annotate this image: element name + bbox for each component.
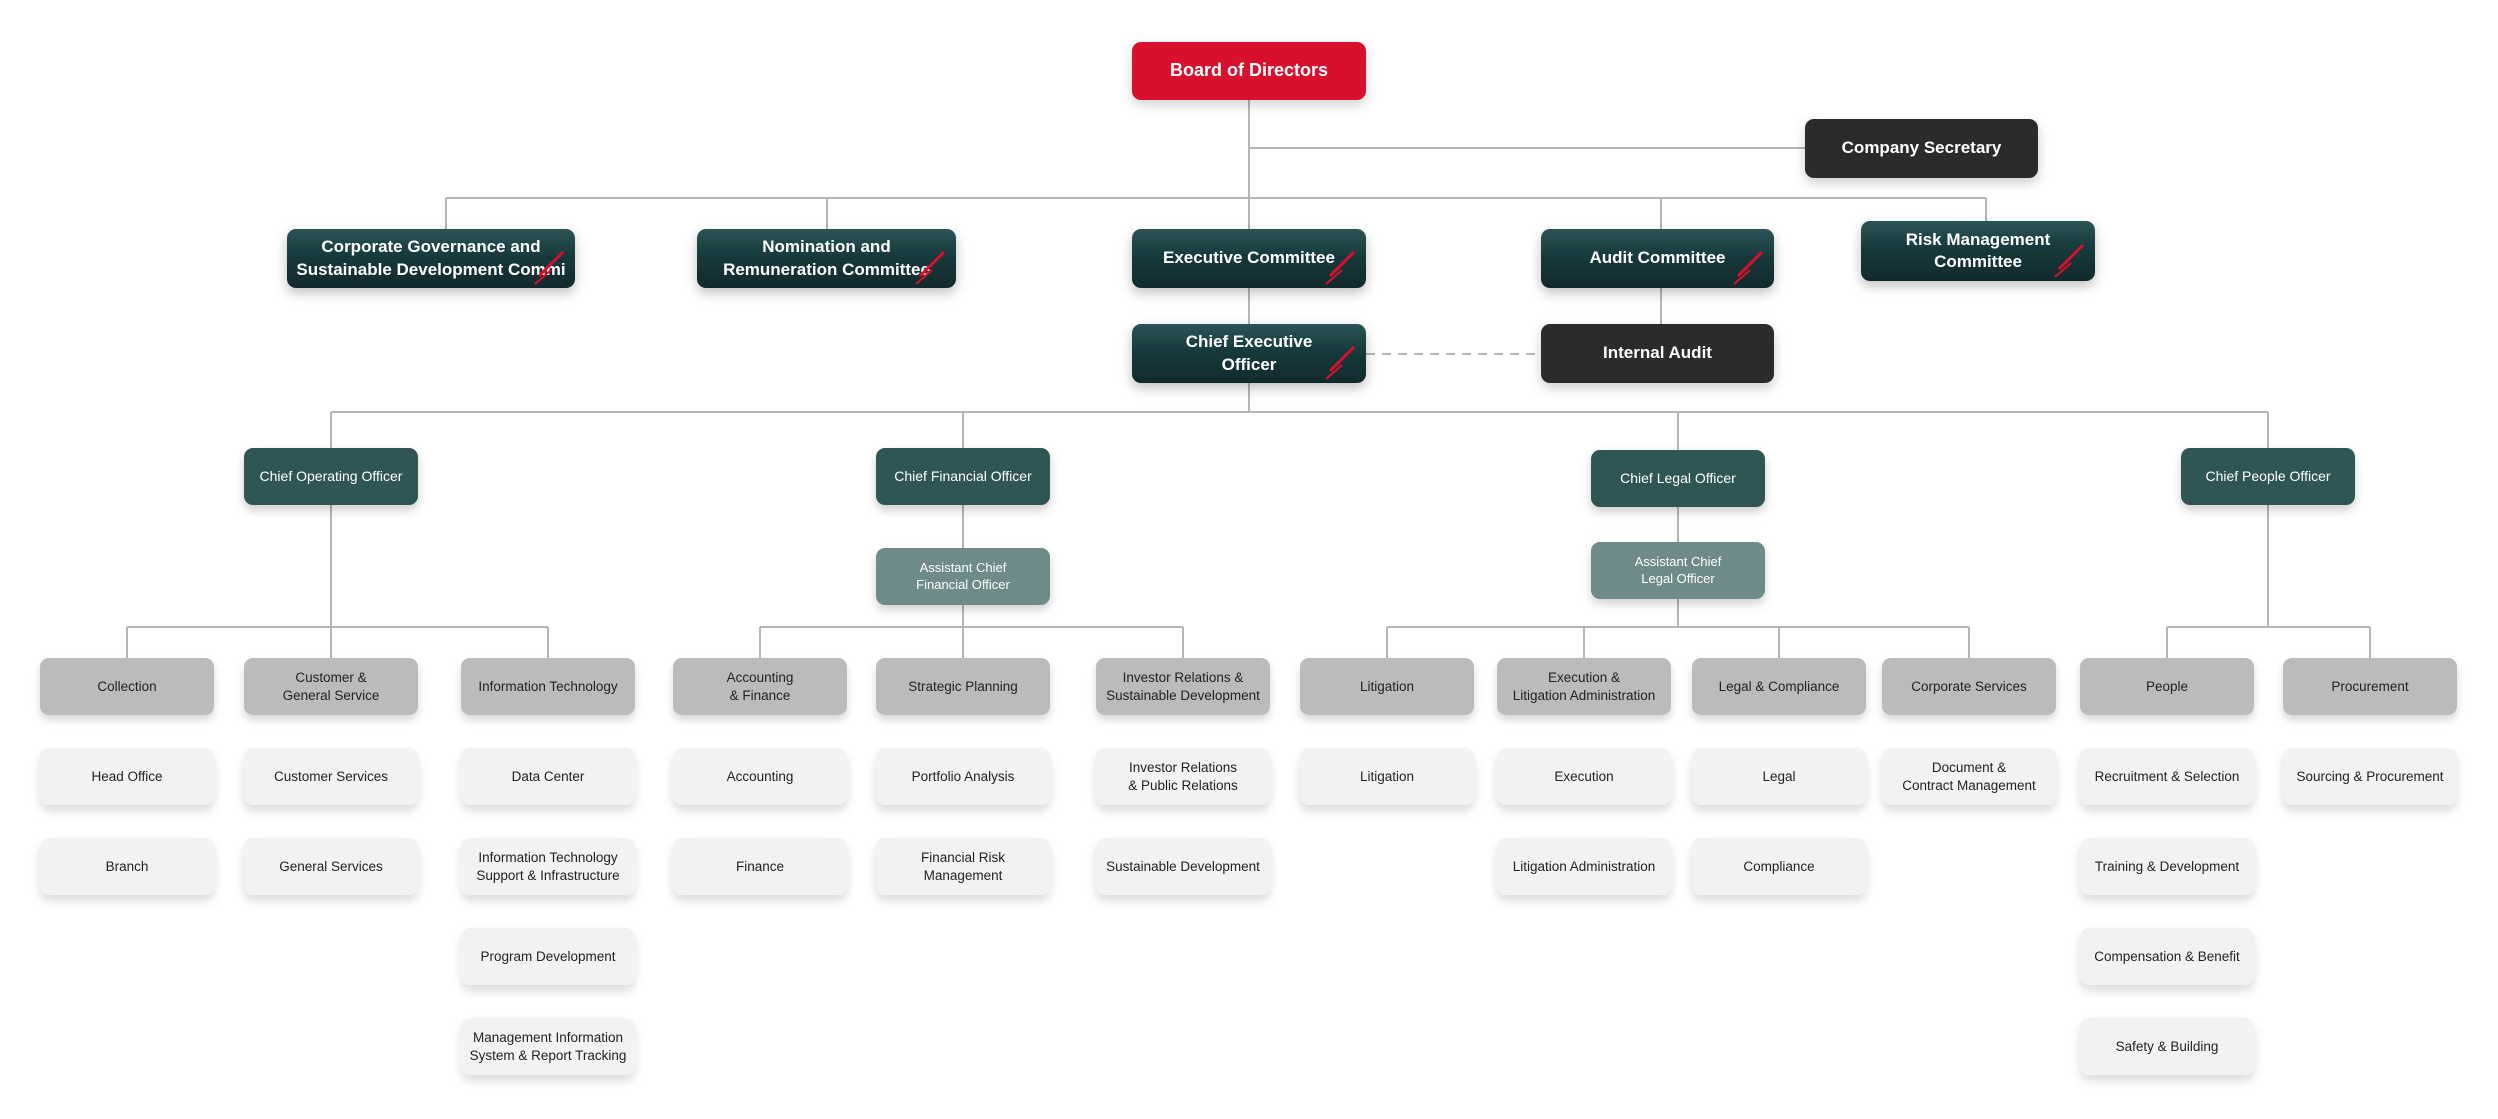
nomination-remuneration-committee[interactable]: Nomination and Remuneration Committee	[697, 229, 956, 288]
unit-general-services[interactable]: General Services	[244, 838, 418, 895]
unit-execution[interactable]: Execution	[1497, 748, 1671, 805]
unit-portfolio-analysis[interactable]: Portfolio Analysis	[876, 748, 1050, 805]
committee-label: Corporate Governance and Sustainable Dev…	[296, 237, 566, 279]
committee-label: Executive Committee	[1163, 248, 1335, 268]
assistant-chief-financial-officer[interactable]: Assistant Chief Financial Officer	[876, 548, 1050, 605]
committee-label: Risk Management Committee	[1905, 229, 2051, 271]
chief-financial-officer[interactable]: Chief Financial Officer	[876, 448, 1050, 505]
executive-committee[interactable]: Executive Committee	[1132, 229, 1366, 288]
unit-sustainable-development[interactable]: Sustainable Development	[1096, 838, 1270, 895]
unit-it-support-infrastructure[interactable]: Information Technology Support & Infrast…	[461, 838, 635, 895]
unit-litigation[interactable]: Litigation	[1300, 748, 1474, 805]
assistant-chief-legal-officer[interactable]: Assistant Chief Legal Officer	[1591, 542, 1765, 599]
unit-head-office[interactable]: Head Office	[40, 748, 214, 805]
department-investor-relations[interactable]: Investor Relations & Sustainable Develop…	[1096, 658, 1270, 715]
unit-mis-report-tracking[interactable]: Management Information System & Report T…	[461, 1018, 635, 1075]
risk-management-committee[interactable]: Risk Management Committee	[1861, 221, 2095, 281]
red-slash-mark	[2054, 243, 2085, 278]
unit-safety-building[interactable]: Safety & Building	[2080, 1018, 2254, 1075]
unit-program-development[interactable]: Program Development	[461, 928, 635, 985]
department-collection[interactable]: Collection	[40, 658, 214, 715]
department-accounting-finance[interactable]: Accounting & Finance	[673, 658, 847, 715]
department-legal-compliance[interactable]: Legal & Compliance	[1692, 658, 1866, 715]
unit-branch[interactable]: Branch	[40, 838, 214, 895]
unit-litigation-administration[interactable]: Litigation Administration	[1497, 838, 1671, 895]
department-information-technology[interactable]: Information Technology	[461, 658, 635, 715]
ceo-label: Chief Executive Officer	[1185, 332, 1313, 374]
chief-executive-officer[interactable]: Chief Executive Officer	[1132, 324, 1366, 383]
chief-legal-officer[interactable]: Chief Legal Officer	[1591, 450, 1765, 507]
unit-training-development[interactable]: Training & Development	[2080, 838, 2254, 895]
unit-finance[interactable]: Finance	[673, 838, 847, 895]
unit-recruitment-selection[interactable]: Recruitment & Selection	[2080, 748, 2254, 805]
corporate-governance-committee[interactable]: Corporate Governance and Sustainable Dev…	[287, 229, 575, 288]
department-strategic-planning[interactable]: Strategic Planning	[876, 658, 1050, 715]
committee-label: Nomination and Remuneration Committee	[723, 237, 930, 279]
internal-audit[interactable]: Internal Audit	[1541, 324, 1774, 383]
unit-accounting[interactable]: Accounting	[673, 748, 847, 805]
unit-document-contract-management[interactable]: Document & Contract Management	[1882, 748, 2056, 805]
department-customer-general-service[interactable]: Customer & General Service	[244, 658, 418, 715]
red-slash-mark	[1733, 250, 1764, 285]
department-litigation[interactable]: Litigation	[1300, 658, 1474, 715]
department-people[interactable]: People	[2080, 658, 2254, 715]
unit-customer-services[interactable]: Customer Services	[244, 748, 418, 805]
unit-compensation-benefit[interactable]: Compensation & Benefit	[2080, 928, 2254, 985]
company-secretary[interactable]: Company Secretary	[1805, 119, 2038, 178]
department-corporate-services[interactable]: Corporate Services	[1882, 658, 2056, 715]
chief-operating-officer[interactable]: Chief Operating Officer	[244, 448, 418, 505]
unit-legal[interactable]: Legal	[1692, 748, 1866, 805]
chief-people-officer[interactable]: Chief People Officer	[2181, 448, 2355, 505]
red-slash-mark	[1325, 345, 1356, 380]
unit-investor-public-relations[interactable]: Investor Relations & Public Relations	[1096, 748, 1270, 805]
unit-data-center[interactable]: Data Center	[461, 748, 635, 805]
committee-label: Audit Committee	[1589, 248, 1726, 268]
unit-sourcing-procurement[interactable]: Sourcing & Procurement	[2283, 748, 2457, 805]
audit-committee[interactable]: Audit Committee	[1541, 229, 1774, 288]
department-execution-litigation-admin[interactable]: Execution & Litigation Administration	[1497, 658, 1671, 715]
unit-compliance[interactable]: Compliance	[1692, 838, 1866, 895]
board-of-directors[interactable]: Board of Directors	[1132, 42, 1366, 100]
unit-financial-risk-management[interactable]: Financial Risk Management	[876, 838, 1050, 895]
department-procurement[interactable]: Procurement	[2283, 658, 2457, 715]
